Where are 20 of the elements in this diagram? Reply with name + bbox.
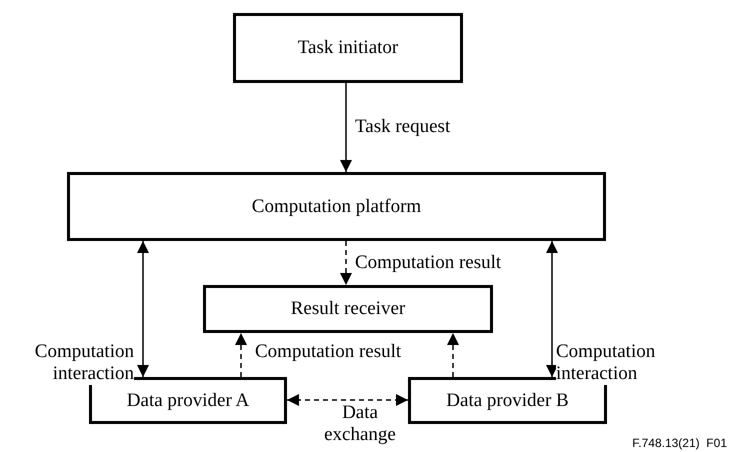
arrow: [340, 241, 352, 285]
figure-id: F.748.13(21) F01: [632, 436, 727, 450]
arrow: [137, 241, 149, 377]
edge-label: Computation result: [255, 341, 402, 363]
arrow: [546, 241, 558, 377]
edge-label: Data exchange: [323, 402, 397, 446]
box-label: Data provider A: [126, 390, 250, 412]
arrow: [447, 333, 459, 377]
arrow: [340, 83, 352, 172]
box-label: Task initiator: [298, 37, 398, 59]
box-label: Result receiver: [290, 298, 406, 320]
box-label: Data provider B: [446, 390, 569, 412]
edge-label: Task request: [355, 116, 450, 138]
arrow: [287, 394, 408, 406]
process-box: [233, 13, 463, 83]
process-box: [67, 172, 606, 241]
process-box: [203, 285, 493, 333]
box-label: Computation platform: [252, 196, 422, 218]
arrow: [235, 333, 247, 377]
edge-label: Computation result: [355, 252, 502, 274]
